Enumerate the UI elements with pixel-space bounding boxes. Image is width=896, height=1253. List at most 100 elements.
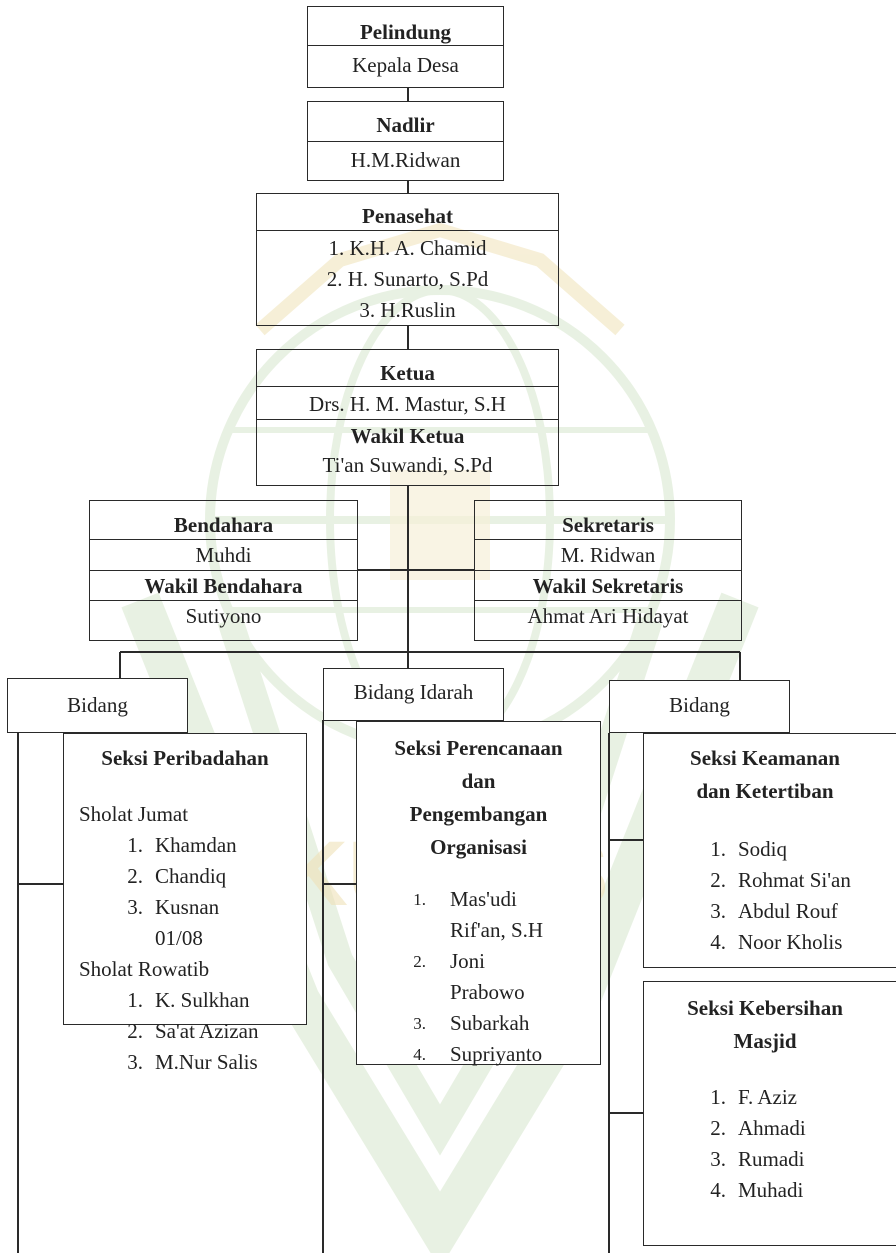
bidang-left-label: Bidang [67,693,128,717]
list-item-number: 4. [710,1178,726,1202]
bendahara-name: Muhdi [90,539,357,570]
list-item: 2. Rohmat Si'an [710,865,896,896]
penasehat-member: 2. H. Sunarto, S.Pd [326,267,489,291]
pelindung-title: Pelindung [359,20,452,44]
list-item-text: Joni [450,949,486,973]
nadlir-box: Nadlir H.M.Ridwan [307,101,504,181]
list-item-text: Sa'at Azizan [155,1019,259,1043]
sekretaris-name: M. Ridwan [475,539,741,570]
wakil-sekretaris-name: Ahmat Ari Hidayat [475,600,741,640]
seksi-perencanaan-box: Seksi Perencanaan dan Pengembangan Organ… [356,721,601,1066]
list-item-number: 3. [413,1014,426,1033]
seksi-keamanan-title-line: dan Ketertiban [696,779,834,803]
seksi-keamanan-box: Seksi Keamanan dan Ketertiban 1. Sodiq 2.… [643,733,896,968]
seksi-peribadahan-box: Seksi Peribadahan Sholat Jumat 1. Khamdan… [63,733,307,1074]
list-item-number: 2. [127,864,143,888]
list-item-number: 1. [710,1085,726,1109]
bidang-right-box: Bidang [609,680,790,733]
seksi-keamanan-title-line: Seksi Keamanan [690,746,840,770]
list-item-number: 1. [710,837,726,861]
seksi-peribadahan-title: Seksi Peribadahan [101,746,269,770]
list-item-continuation: 01/08 [155,926,203,950]
list-item-text: Sodiq [738,837,788,861]
bidang-right-label: Bidang [669,693,730,717]
list-item-text: Mas'udi [450,887,517,911]
list-item: 1. Sodiq [710,834,896,865]
list-item-text: Chandiq [155,864,227,888]
list-item-text: Kusnan [155,895,220,919]
list-item-number: 2. [127,1019,143,1043]
list-item: 2. Ahmadi [710,1113,896,1144]
list-item-text: Subarkah [450,1011,530,1035]
ketua-title: Ketua [380,361,435,385]
seksi-perencanaan-title: Seksi Perencanaan dan Pengembangan Organ… [357,722,600,864]
list-item: 1. K. Sulkhan [127,985,306,1016]
nadlir-title: Nadlir [376,113,435,137]
seksi-kebersihan-title: Seksi Kebersihan Masjid [644,982,896,1058]
wakil-ketua-name: Ti'an Suwandi, S.Pd [322,453,493,477]
list-item-number: 3. [710,899,726,923]
seksi-kebersihan-list: 1. F. Aziz 2. Ahmadi 3. Rumadi 4. Muhadi [644,1082,896,1206]
bidang-left-box: Bidang [7,678,188,733]
wakil-bendahara-name: Sutiyono [90,600,357,640]
bidang-idarah-label: Bidang Idarah [353,680,474,704]
sholat-rowatib-list: 1. K. Sulkhan 2. Sa'at Azizan 3. M.Nur Sali… [64,985,306,1078]
list-item-number: 2. [710,1116,726,1140]
list-item-number: 3. [710,1147,726,1171]
list-item-text: Supriyanto [450,1042,543,1066]
list-item: 4.Noor Kholis [710,927,896,958]
sholat-rowatib-label: Sholat Rowatib [79,957,210,981]
list-item-number: 1. [127,833,143,857]
seksi-kebersihan-title-line: Seksi Kebersihan [687,996,843,1020]
list-item: 2. Sa'at Azizan [127,1016,306,1047]
list-item-number: 1. [413,890,426,909]
wakil-sekretaris-title: Wakil Sekretaris [475,570,741,600]
list-item-number: 2. [413,952,426,971]
list-item-text: Rohmat Si'an [738,868,851,892]
penasehat-box: Penasehat 1. K.H. A. Chamid 2. H. Sunart… [256,193,559,326]
seksi-keamanan-list: 1.Sodiq 2.Rohmat Si'an 3.Abdul Rouf 4.No… [644,834,896,958]
list-item: 3. Kusnan [127,892,306,923]
list-item: 1. Khamdan [127,830,306,861]
list-item: 1. F. Aziz [710,1082,896,1113]
list-item-number: 3. [127,1050,143,1074]
list-item-text: K. Sulkhan [155,988,250,1012]
penasehat-title: Penasehat [362,204,453,228]
pelindung-name: Kepala Desa [308,45,503,87]
bendahara-title: Bendahara [173,513,274,537]
list-item-number: 1. [127,988,143,1012]
seksi-perencanaan-title-line: Seksi Perencanaan [394,736,563,760]
list-item-number: 3. [127,895,143,919]
list-item: 3. Rumadi [710,1144,896,1175]
list-item-text: Khamdan [155,833,237,857]
wakil-bendahara-title: Wakil Bendahara [90,570,357,600]
penasehat-member: 1. K.H. A. Chamid [328,236,487,260]
list-item: 2. Chandiq [127,861,306,892]
list-item-text: F. Aziz [738,1085,797,1109]
list-item-text: Muhadi [738,1178,804,1202]
list-item-text: Noor Kholis [738,930,843,954]
list-item: 3. M.Nur Salis [127,1047,306,1078]
seksi-perencanaan-title-line: Organisasi [430,835,527,859]
seksi-keamanan-title: Seksi Keamanan dan Ketertiban [644,734,896,808]
list-item-text: Rumadi [738,1147,805,1171]
seksi-perencanaan-title-line: Pengembangan [409,802,548,826]
list-item: 4. Supriyanto [413,1039,600,1070]
nadlir-name: H.M.Ridwan [308,141,503,180]
seksi-kebersihan-title-line: Masjid [733,1029,797,1053]
sekretaris-title: Sekretaris [562,513,654,537]
list-item-text: Prabowo [450,980,525,1004]
sekretaris-box: Sekretaris M. Ridwan Wakil Sekretaris Ah… [474,500,742,641]
penasehat-member: 3. H.Ruslin [359,298,456,322]
list-item-number: 4. [413,1045,426,1064]
wakil-ketua-title: Wakil Ketua [257,419,558,449]
bidang-idarah-box: Bidang Idarah [323,668,504,721]
sholat-jumat-label: Sholat Jumat [79,802,189,826]
list-item-text: Ahmadi [738,1116,806,1140]
list-item: 3. Subarkah [413,1008,600,1039]
list-item-number: 2. [710,868,726,892]
list-item-text: M.Nur Salis [155,1050,258,1074]
sholat-jumat-list: 1. Khamdan 2. Chandiq 3. Kusnan 01/08 [64,830,306,954]
